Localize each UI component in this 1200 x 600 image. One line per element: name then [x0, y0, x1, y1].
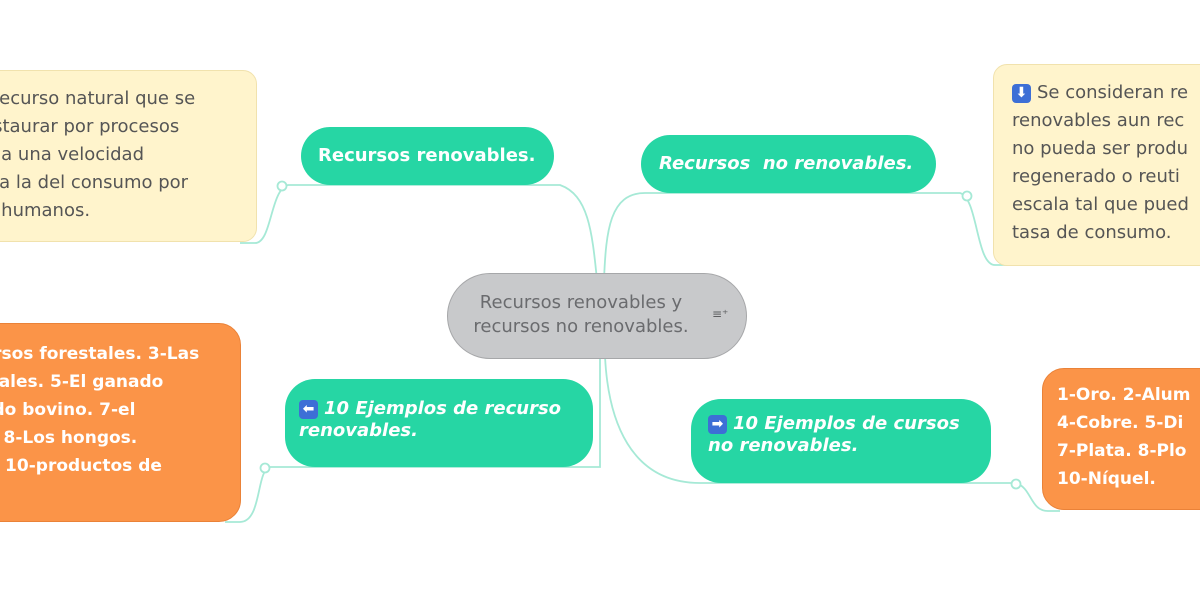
note-renovables-definition[interactable]: n recurso natural que se restaurar por p… — [0, 70, 257, 242]
note-line: no pueda ser produ — [1012, 138, 1189, 159]
connector-central-no-renovables — [603, 192, 936, 281]
note-line: es a una velocidad — [1, 144, 145, 165]
connector-dot-no-renovables — [961, 190, 973, 202]
list-line: 4-Cobre. 5-Di — [1057, 413, 1184, 433]
note-line: escala tal que pued — [1012, 194, 1189, 215]
note-line: restaurar por procesos — [0, 116, 180, 137]
connector-dot-renovables — [276, 180, 288, 192]
topic-ejemplos-renovables[interactable]: ⬅10 Ejemplos de recurso renovables. — [285, 379, 593, 467]
notes-icon[interactable]: ≡⁺ — [712, 307, 729, 321]
list-line: 1-Oro. 2-Alum — [1057, 385, 1191, 405]
list-line: males. 5-El ganado — [0, 372, 164, 392]
examples-renovables-list[interactable]: ursos forestales. 3-Las males. 5-El gana… — [0, 323, 241, 522]
list-line: s. 8-Los hongos. — [3, 428, 138, 448]
connector-dot-ejemplos-no-renovables — [1010, 478, 1022, 490]
topic-label: Recursos renovables. — [318, 145, 536, 166]
right-arrow-icon: ➡ — [708, 415, 727, 434]
topic-label: 10 Ejemplos de cursos no renovables. — [708, 413, 960, 456]
list-line: ado bovino. 7-el — [0, 400, 136, 420]
central-topic[interactable]: Recursos renovables y recursos no renova… — [447, 273, 747, 359]
topic-recursos-renovables[interactable]: Recursos renovables. — [301, 127, 554, 185]
connector-central-renovables — [301, 184, 598, 281]
examples-no-renovables-list[interactable]: 1-Oro. 2-Alum 4-Cobre. 5-Di 7-Plata. 8-P… — [1042, 368, 1200, 510]
connector-central-ejemplos-renovables — [285, 356, 601, 468]
note-line: tasa de consumo. — [1012, 222, 1172, 243]
down-arrow-icon: ⬇ — [1012, 84, 1031, 103]
list-line: 10-Níquel. — [1057, 469, 1156, 489]
central-topic-title: Recursos renovables y recursos no renova… — [473, 292, 689, 337]
list-line: 7-Plata. 8-Plo — [1057, 441, 1187, 461]
note-line: regenerado o reuti — [1012, 166, 1180, 187]
note-line: renovables aun rec — [1012, 110, 1185, 131]
note-line: ⬇Se consideran re — [1012, 79, 1200, 107]
note-no-renovables-definition[interactable]: ⬇Se consideran re renovables aun rec no … — [993, 64, 1200, 266]
note-line: es humanos. — [1, 200, 91, 221]
connector-dot-ejemplos-renovables — [259, 462, 271, 474]
topic-label: 10 Ejemplos de recurso renovables. — [299, 398, 562, 441]
topic-label: Recursos no renovables. — [659, 153, 914, 174]
list-line: ursos forestales. 3-Las — [0, 344, 200, 364]
topic-recursos-no-renovables[interactable]: Recursos no renovables. — [641, 135, 936, 193]
topic-ejemplos-no-renovables[interactable]: ➡10 Ejemplos de cursos no renovables. — [691, 399, 991, 483]
connector-central-ejemplos-no-renovables — [604, 355, 991, 484]
note-line: n recurso natural que se — [0, 88, 196, 109]
left-arrow-icon: ⬅ — [299, 400, 318, 419]
list-line: o. 10-productos de — [5, 456, 162, 476]
note-line: or a la del consumo por — [0, 172, 189, 193]
